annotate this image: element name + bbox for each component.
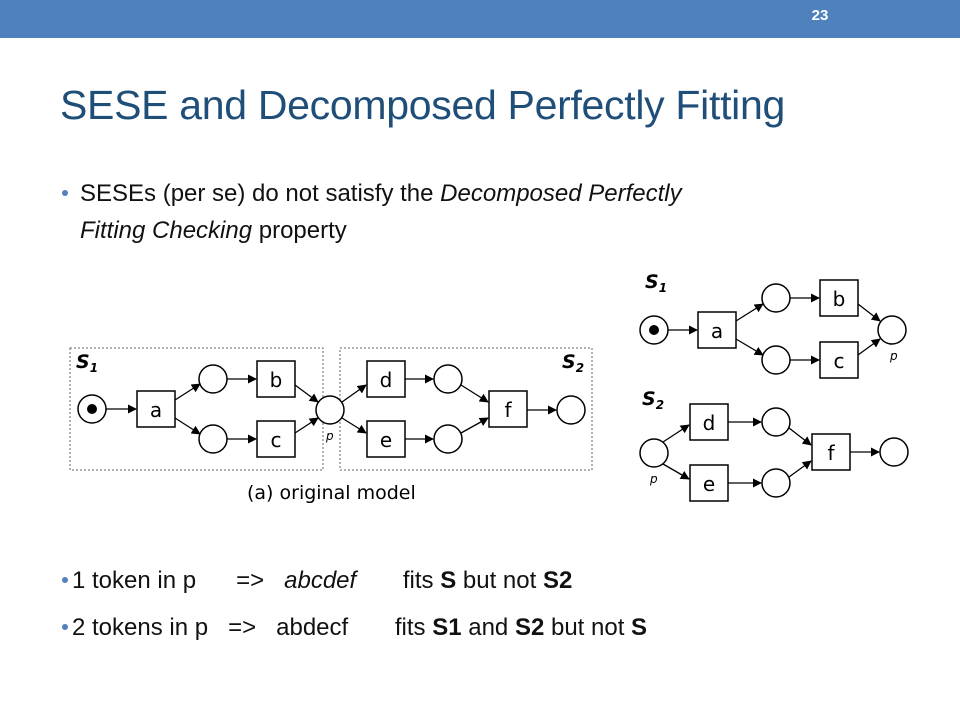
bullet-1-text: SESEs (per se) do not satisfy the (80, 180, 441, 207)
s2-dashed-box (339, 347, 593, 471)
transition-e (689, 464, 729, 502)
transition-f-label: f (827, 441, 835, 465)
s2-label: S2 (562, 351, 584, 375)
place-p (877, 315, 907, 345)
decomposed-s1: S1 a b c p (639, 271, 907, 379)
bullet-3-text-2: and (461, 614, 515, 641)
bullet-3-model-s2: S2 (514, 614, 545, 641)
place-p (639, 438, 669, 468)
transition-a (136, 390, 176, 428)
bullet-dot (62, 190, 68, 196)
decomposed-s2: S2 p d e f (639, 388, 909, 502)
bullet-1-suffix: property (252, 217, 347, 244)
bullet-1-line-1: SESEs (per se) do not satisfy the Decomp… (80, 180, 682, 208)
place (761, 407, 791, 437)
place (761, 345, 791, 375)
transition-b-label: b (270, 368, 283, 392)
bullet-2-model-s: S (440, 567, 457, 594)
transition-f (488, 390, 528, 428)
diagram-caption: (a) original model (247, 482, 416, 504)
bullet-1-line-2: Fitting Checking property (80, 217, 347, 245)
transition-e-label: e (703, 472, 715, 496)
place (761, 468, 791, 498)
right-s2-label: S2 (642, 388, 664, 412)
transition-d-label: d (380, 368, 393, 392)
bullet-1-emphasis: Decomposed Perfectly (440, 180, 682, 207)
arcs (106, 374, 557, 444)
bullet-1-emphasis-2: Fitting Checking (80, 217, 253, 244)
place-p (315, 395, 345, 425)
top-bar (0, 0, 960, 38)
bullet-2-text-2: fits (356, 567, 441, 594)
transition-d-label: d (703, 411, 716, 435)
transition-c (819, 341, 859, 379)
slide-title: SESE and Decomposed Perfectly Fitting (60, 82, 785, 128)
place (433, 424, 463, 454)
bullet-3-model-s1: S1 (432, 614, 462, 641)
page-number: 23 (811, 7, 829, 24)
place-p-label: p (649, 472, 658, 486)
place (433, 364, 463, 394)
transition-c-label: c (834, 349, 845, 373)
arcs (662, 417, 880, 488)
s1-label: S1 (76, 351, 98, 375)
transition-a (697, 311, 737, 349)
bullet-3-text-3: but not (544, 614, 632, 641)
transition-b (256, 360, 296, 398)
bullet-2-text-3: but not (456, 567, 543, 594)
transition-a-label: a (711, 319, 723, 343)
token (649, 325, 659, 335)
transition-c-label: c (271, 428, 282, 452)
place-p-label: p (889, 349, 898, 363)
bullet-2-model-s2: S2 (542, 567, 573, 594)
bullet-dot (62, 577, 68, 583)
place (198, 424, 228, 454)
token (87, 404, 97, 414)
transition-b-label: b (833, 287, 846, 311)
transition-d (366, 360, 406, 398)
bullet-3-model-s: S (631, 614, 648, 641)
transition-e-label: e (380, 428, 392, 452)
bullet-3-text: 2 tokens in p => abdecf fits (72, 614, 433, 641)
bullet-2: 1 token in p => abcdef fits S but not S2 (72, 567, 572, 595)
original-model: S1 S2 a b c d e f (69, 347, 593, 504)
bullet-2-text: 1 token in p => (72, 567, 285, 594)
place-p-label: p (325, 429, 334, 443)
arcs (668, 293, 881, 365)
place (198, 364, 228, 394)
bullet-dot (62, 624, 68, 630)
place (761, 283, 791, 313)
bullet-3: 2 tokens in p => abdecf fits S1 and S2 b… (72, 614, 647, 642)
end-place (556, 395, 586, 425)
right-s1-label: S1 (645, 271, 667, 295)
transition-b (819, 279, 859, 317)
end-place (879, 437, 909, 467)
transition-f (811, 433, 851, 471)
transition-a-label: a (150, 398, 162, 422)
transition-f-label: f (504, 398, 512, 422)
transition-c (256, 420, 296, 458)
bullet-2-trace: abcdef (284, 567, 357, 594)
